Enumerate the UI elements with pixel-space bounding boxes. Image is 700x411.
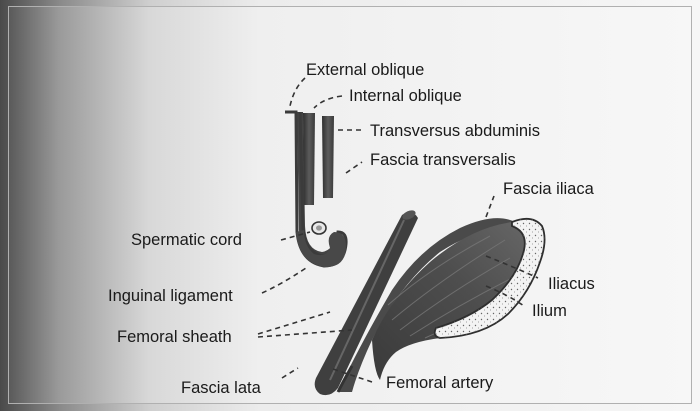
leader-fascia-lata <box>282 368 298 378</box>
leader-femoral-sheath-1 <box>258 312 330 334</box>
label-ilium: Ilium <box>532 302 567 320</box>
label-iliacus: Iliacus <box>548 275 595 293</box>
label-external-oblique: External oblique <box>306 61 424 79</box>
leader-femoral-sheath-2 <box>258 330 352 337</box>
transversus-abduminis-layer <box>322 116 334 198</box>
label-fascia-transversalis: Fascia transversalis <box>370 151 516 169</box>
inguinal-ligament-shape <box>296 230 346 267</box>
label-transversus-abduminis: Transversus abduminis <box>370 122 540 140</box>
leader-internal-oblique <box>314 96 342 108</box>
leader-external-oblique <box>290 78 305 106</box>
abdominal-wall-layers <box>285 112 346 267</box>
label-femoral-artery: Femoral artery <box>386 374 493 392</box>
leader-inguinal-ligament <box>262 268 306 293</box>
spermatic-cord-core <box>316 225 322 230</box>
label-femoral-sheath: Femoral sheath <box>117 328 232 346</box>
label-internal-oblique: Internal oblique <box>349 87 462 105</box>
label-fascia-iliaca: Fascia iliaca <box>503 180 594 198</box>
label-spermatic-cord: Spermatic cord <box>131 231 242 249</box>
internal-oblique-layer <box>303 113 315 205</box>
leader-fascia-iliaca <box>486 196 494 217</box>
leader-fascia-transversalis <box>346 162 362 173</box>
label-fascia-lata: Fascia lata <box>181 379 261 397</box>
label-inguinal-ligament: Inguinal ligament <box>108 287 233 305</box>
